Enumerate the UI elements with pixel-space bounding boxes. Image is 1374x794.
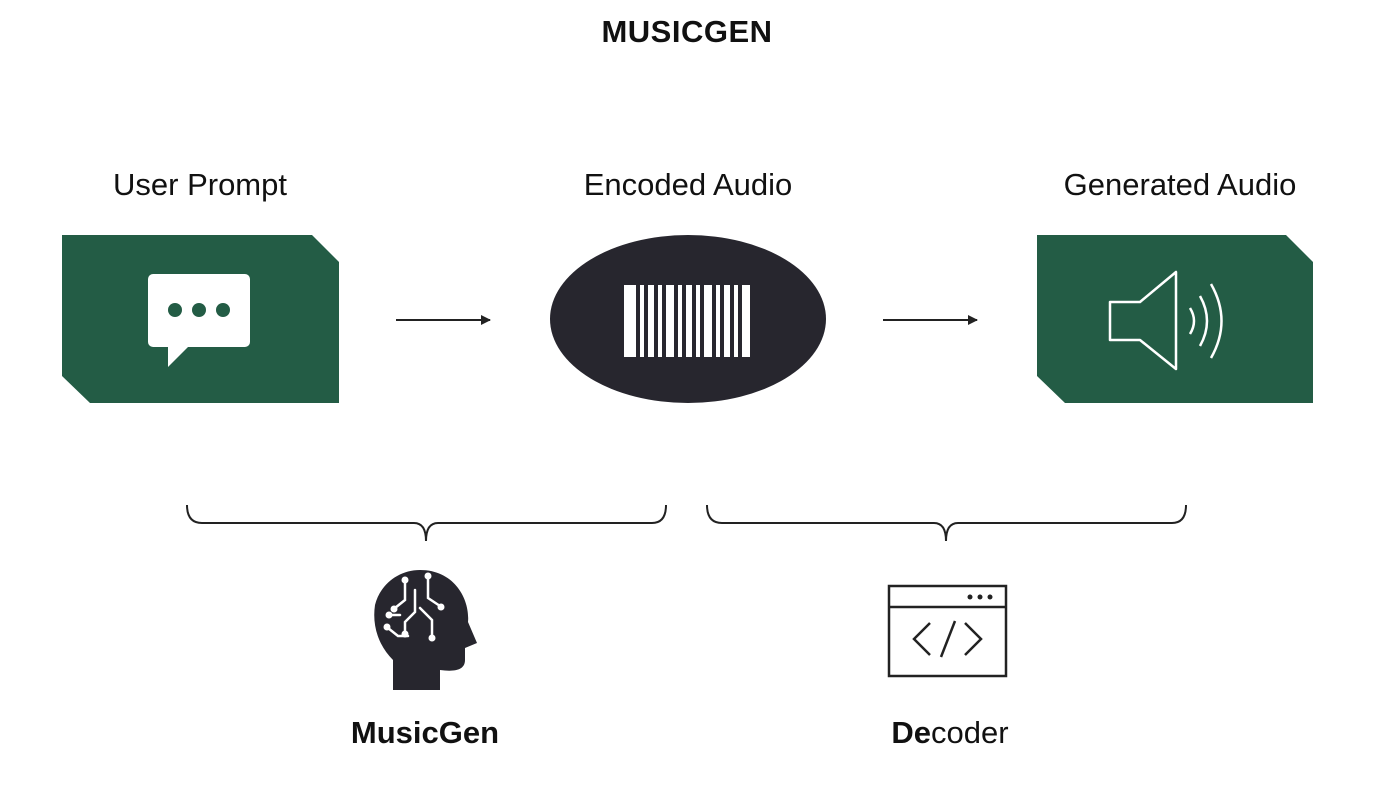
decoder-label-bold: De: [891, 715, 932, 750]
generated-audio-label: Generated Audio: [1063, 167, 1297, 202]
user-prompt-label: User Prompt: [113, 167, 287, 202]
encoded-audio-node: [550, 235, 826, 403]
ai-head-icon: [374, 570, 477, 690]
user-prompt-box: [62, 235, 339, 403]
code-window-icon: [887, 584, 1008, 678]
musicgen-label: MusicGen: [350, 715, 500, 750]
chat-bubble-icon: [148, 274, 250, 367]
musicgen-brace: [186, 504, 667, 542]
barcode-icon: [624, 285, 750, 357]
decoder-brace: [706, 504, 1187, 542]
diagram-title: MUSICGEN: [601, 14, 773, 49]
generated-audio-box: [1037, 235, 1313, 403]
speaker-icon: [1108, 270, 1223, 371]
decoder-label: Decoder: [820, 715, 1080, 751]
decoder-label-rest: coder: [931, 715, 1009, 750]
encoded-audio-label: Encoded Audio: [583, 167, 793, 202]
